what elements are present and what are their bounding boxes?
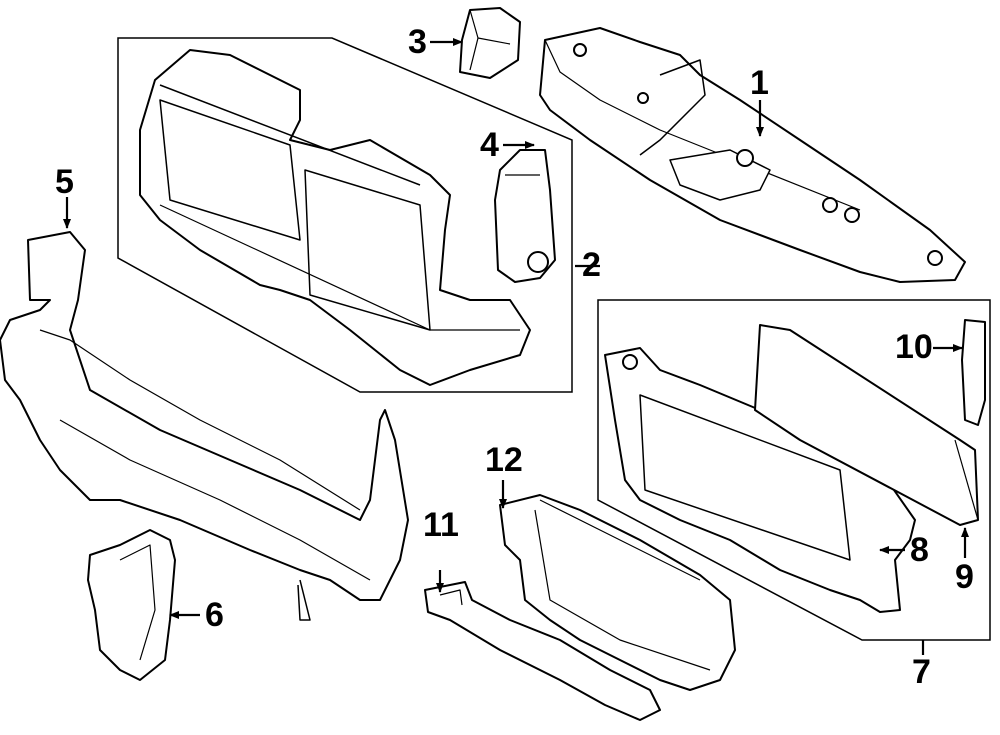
- callout-4: 4: [480, 126, 499, 164]
- callout-11: 11: [423, 506, 459, 544]
- part-air-guide-6: [87, 529, 176, 681]
- leader-lines: [63, 38, 969, 655]
- callout-8: 8: [910, 531, 929, 569]
- callout-9: 9: [955, 558, 974, 596]
- part-air-duct-12: [499, 494, 736, 691]
- callout-6: 6: [205, 596, 224, 634]
- callout-7: 7: [912, 653, 931, 691]
- part-bracket-3: [459, 7, 521, 79]
- part-radiator-support: [139, 49, 531, 386]
- callout-3: 3: [408, 23, 427, 61]
- part-fan-shroud-8: [604, 347, 916, 613]
- part-fan-plate-9: [754, 324, 979, 526]
- callout-2: 2: [582, 246, 601, 284]
- group-outline-2: [117, 37, 573, 393]
- callout-1: 1: [750, 64, 769, 102]
- part-bumper-support: [0, 231, 409, 621]
- callout-10: 10: [895, 328, 933, 366]
- group-outline-7: [597, 299, 991, 641]
- callout-5: 5: [55, 163, 74, 201]
- part-side-bracket-4: [494, 149, 556, 283]
- callout-12: 12: [485, 441, 523, 479]
- part-upper-cover: [539, 27, 966, 283]
- part-bracket-10: [961, 319, 986, 426]
- part-lower-bar-11: [424, 581, 661, 721]
